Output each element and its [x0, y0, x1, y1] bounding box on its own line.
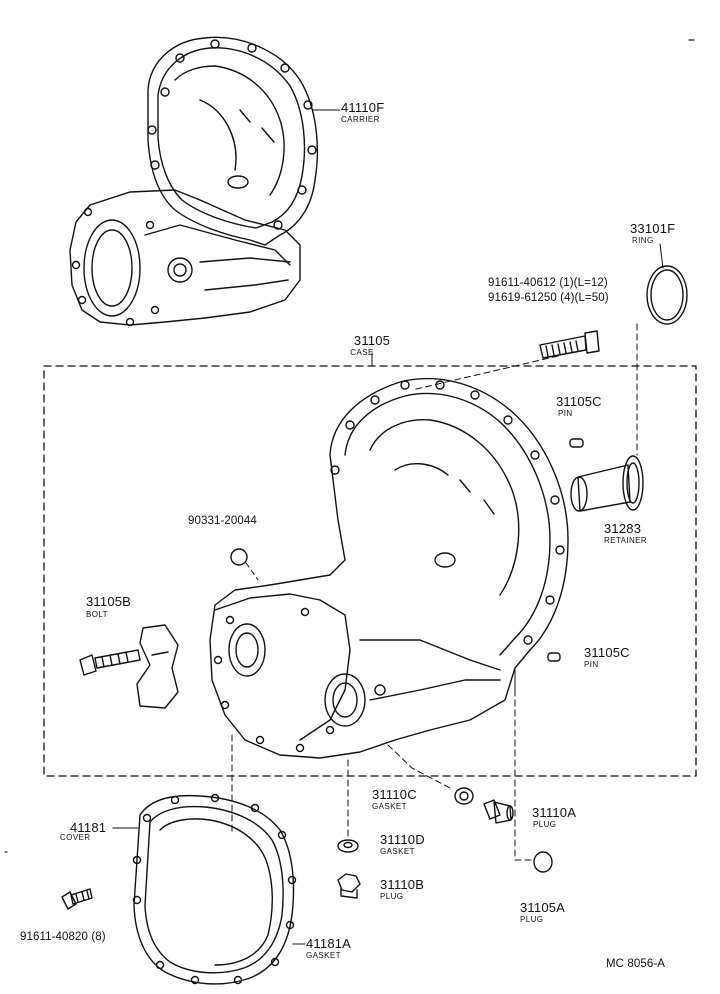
diagram-id: MC 8056-A	[606, 958, 666, 970]
bolt-line-2: 91619-61250 (4)(L=50)	[488, 292, 609, 304]
case-drawing	[209, 377, 569, 759]
pin-lower-number: 31105C	[584, 645, 630, 660]
cover-bolt-drawing	[61, 888, 93, 910]
carrier-drawing	[69, 36, 319, 327]
bolt-31105b-name: BOLT	[86, 610, 108, 619]
gasket-31110d-drawing	[337, 839, 359, 853]
plug-31110a-name: PLUG	[533, 820, 557, 829]
plug-31105a-name: PLUG	[520, 915, 544, 924]
cover-gasket-number: 41181A	[306, 936, 352, 951]
ring-drawing	[646, 265, 688, 325]
gasket-31110c-name: GASKET	[372, 802, 407, 811]
cover-number: 41181	[70, 820, 107, 835]
carrier-number: 41110F	[341, 100, 385, 115]
plug-31110b-name: PLUG	[380, 892, 404, 901]
plug-31110a-drawing	[483, 799, 514, 824]
case-bolt-drawing	[539, 330, 600, 359]
case-name: CASE	[350, 348, 374, 357]
retainer-name: RETAINER	[604, 536, 648, 545]
ring-number: 33101F	[630, 221, 676, 236]
retainer-drawing	[570, 455, 644, 512]
washer-number: 90331-20044	[188, 515, 257, 527]
plug-31105a-number: 31105A	[520, 900, 566, 915]
plug-31110a-number: 31110A	[532, 805, 577, 820]
cover-gasket-name: GASKET	[306, 951, 341, 960]
washer-drawing	[230, 548, 248, 566]
pin-upper-name: PIN	[558, 409, 573, 418]
bolt-31105b-number: 31105B	[86, 594, 132, 609]
case-number: 31105	[353, 333, 391, 348]
case-group-box	[43, 365, 697, 777]
cover-drawing	[132, 793, 297, 985]
bolt-31105b-drawing	[79, 624, 179, 709]
plug-31105a-drawing	[533, 851, 553, 873]
bolt-line-1: 91611-40612 (1)(L=12)	[488, 277, 608, 289]
pin-lower-drawing	[547, 652, 561, 662]
carrier-name: CARRIER	[341, 115, 380, 124]
pin-upper-number: 31105C	[556, 394, 602, 409]
cover-bolt-number: 91611-40820 (8)	[20, 931, 106, 943]
gasket-31110d-name: GASKET	[380, 847, 415, 856]
retainer-number: 31283	[604, 521, 642, 536]
gasket-31110c-number: 31110C	[372, 787, 417, 802]
ring-name: RING	[632, 236, 654, 245]
gasket-31110d-number: 31110D	[380, 832, 425, 847]
pin-lower-name: PIN	[584, 660, 599, 669]
plug-31110b-drawing	[337, 873, 361, 899]
pin-upper-drawing	[569, 438, 584, 448]
cover-name: COVER	[60, 833, 91, 842]
gasket-31110c-drawing	[454, 787, 474, 805]
plug-31110b-number: 31110B	[380, 877, 425, 892]
